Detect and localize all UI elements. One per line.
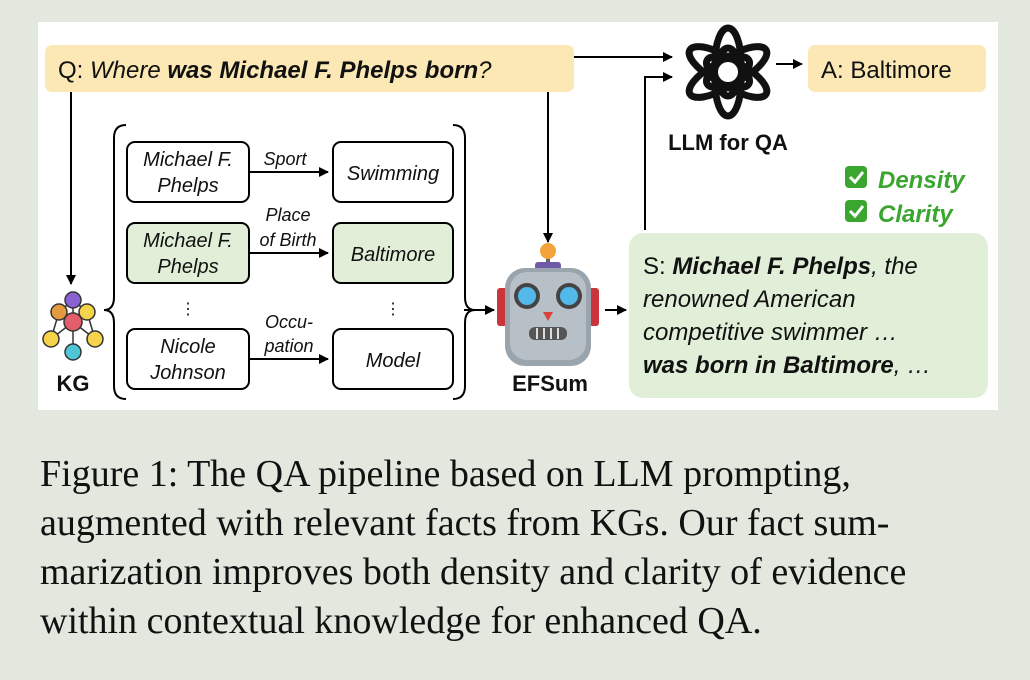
figure-caption: Figure 1: The QA pipeline based on LLM p… xyxy=(40,450,995,646)
criterion-clarity-label: Clarity xyxy=(878,201,954,228)
object-ellipsis: ⋮ xyxy=(385,301,401,318)
summary-line2: renowned American xyxy=(643,286,856,313)
subject-line2: Johnson xyxy=(149,362,226,384)
figure-panel: Q: Where was Michael F. Phelps born? A: … xyxy=(38,22,998,410)
question-box: Q: Where was Michael F. Phelps born? xyxy=(45,45,574,92)
subject-ellipsis: ⋮ xyxy=(180,301,196,318)
subject-box xyxy=(126,328,250,390)
criterion-density: Density xyxy=(845,166,966,194)
relation-label-line1: Occu- xyxy=(265,312,313,332)
answer-text: A: Baltimore xyxy=(821,57,952,84)
object-label: Model xyxy=(366,350,421,372)
object-box xyxy=(332,328,454,390)
object-box xyxy=(332,141,454,203)
criterion-clarity: Clarity xyxy=(845,200,954,228)
pipeline-diagram: Q: Where was Michael F. Phelps born? A: … xyxy=(42,24,988,400)
summary-box: S: Michael F. Phelps, the renowned Ameri… xyxy=(629,233,988,398)
right-brace xyxy=(452,124,476,400)
robot-icon xyxy=(497,243,599,366)
openai-logo-icon xyxy=(685,24,771,120)
object-label: Swimming xyxy=(347,163,439,185)
subject-line2: Phelps xyxy=(157,175,218,197)
relation-label-line1: Place xyxy=(265,205,310,225)
relation-label-line2: pation xyxy=(263,336,313,356)
answer-box: A: Baltimore xyxy=(808,45,986,92)
criteria-list: Density Clarity xyxy=(845,166,966,228)
kg-label: KG xyxy=(57,371,90,396)
question-text: Q: Where was Michael F. Phelps born? xyxy=(58,57,492,84)
efsum-label: EFSum xyxy=(512,371,588,396)
subject-line1: Michael F. xyxy=(143,230,233,252)
relation-label: Sport xyxy=(263,149,307,169)
knowledge-graph-icon xyxy=(42,291,104,361)
caption-line3: marization improves both density and cla… xyxy=(40,551,907,593)
subject-line1: Nicole xyxy=(160,336,216,358)
object-label: Baltimore xyxy=(351,244,435,266)
relation-label-line2: of Birth xyxy=(259,230,316,250)
left-brace xyxy=(103,124,127,400)
triple-2: Michael F. Phelps Place of Birth Baltimo… xyxy=(126,205,454,284)
subject-box xyxy=(126,222,250,284)
caption-line4: within contextual knowledge for enhanced… xyxy=(40,600,762,642)
caption-line2: augmented with relevant facts from KGs. … xyxy=(40,502,890,544)
check-icon xyxy=(845,200,867,222)
summary-line1: S: Michael F. Phelps, the xyxy=(643,253,918,280)
triple-3: Nicole Johnson Occu- pation Model xyxy=(126,312,454,390)
subject-line2: Phelps xyxy=(157,256,218,278)
triple-1: Michael F. Phelps Sport Swimming xyxy=(126,141,454,203)
summary-line4: was born in Baltimore, … xyxy=(643,352,931,379)
flow-arrows xyxy=(66,52,803,364)
subject-box xyxy=(126,141,250,203)
object-box xyxy=(332,222,454,284)
caption-line1: Figure 1: The QA pipeline based on LLM p… xyxy=(40,453,851,495)
check-icon xyxy=(845,166,867,188)
summary-to-llm-arrow xyxy=(644,72,673,230)
criterion-density-label: Density xyxy=(878,167,966,194)
summary-line3: competitive swimmer … xyxy=(643,319,898,346)
llm-label: LLM for QA xyxy=(668,130,788,155)
subject-line1: Michael F. xyxy=(143,149,233,171)
